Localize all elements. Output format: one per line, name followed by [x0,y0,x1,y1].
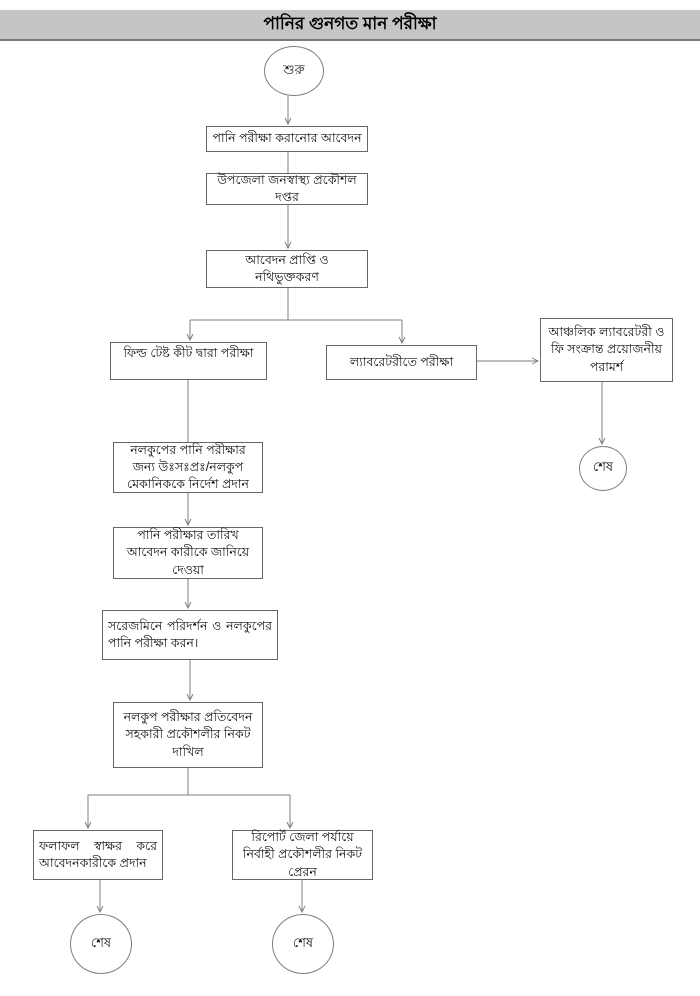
page-title: পানির গুনগত মান পরীক্ষা [263,13,437,33]
node-report-submit: নলকুপ পরীক্ষার প্রতিবেদন সহকারী প্রকৌশলী… [113,702,263,768]
node-field-test-label: ফিল্ড টেষ্ট কীট দ্বারা পরীক্ষা [123,346,254,360]
end-node-lab-path-label: শেষ [592,459,614,474]
node-receipt: আবেদন প্রাপ্তি ও নথিভুক্তকরণ [206,250,368,288]
node-report-district: রিপোর্ট জেলা পর্যায়ে নির্বাহী প্রকৌশলীর… [232,830,373,880]
node-result-sign-label: ফলাফল স্বাক্ষর করে আবেদনকারীকে প্রদান [39,838,157,870]
start-node: শুরু [264,46,324,96]
end-node-district-path: শেষ [272,914,334,974]
node-mechanic-order: নলকুপের পানি পরীক্ষার জন্য উঃসঃপ্রঃ/নলকু… [113,442,263,493]
node-mechanic-order-label: নলকুপের পানি পরীক্ষার জন্য উঃসঃপ্রঃ/নলকু… [127,442,249,492]
node-lab-test-label: ল্যাবরেটরীতে পরীক্ষা [349,354,454,369]
node-result-sign: ফলাফল স্বাক্ষর করে আবেদনকারীকে প্রদান [33,830,163,880]
node-receipt-label: আবেদন প্রাপ্তি ও নথিভুক্তকরণ [245,252,329,284]
page-title-bar: পানির গুনগত মান পরীক্ষা [0,10,700,41]
node-inform-date: পানি পরীক্ষার তারিখ আবেদন কারীকে জানিয়ে… [113,527,263,579]
end-node-applicant-path: শেষ [70,914,132,974]
end-node-applicant-path-label: শেষ [90,934,112,950]
node-site-visit-label: সরেজমিনে পরিদর্শন ও নলকুপের পানি পরীক্ষা… [108,618,272,650]
node-upazila-office-label: উপজেলা জনস্বাস্থ্য প্রকৌশল দপ্তর [217,172,357,204]
node-regional-lab-label: আঞ্চলিক ল্যাবরেটরী ও ফি সংক্রান্ত প্রয়ো… [548,325,665,374]
node-upazila-office: উপজেলা জনস্বাস্থ্য প্রকৌশল দপ্তর [206,173,368,205]
node-lab-test: ল্যাবরেটরীতে পরীক্ষা [326,345,477,380]
node-inform-date-label: পানি পরীক্ষার তারিখ আবেদন কারীকে জানিয়ে… [126,528,250,577]
end-node-lab-path: শেষ [579,446,627,491]
start-node-label: শুরু [283,61,305,77]
node-regional-lab: আঞ্চলিক ল্যাবরেটরী ও ফি সংক্রান্ত প্রয়ো… [540,318,673,382]
node-report-submit-label: নলকুপ পরীক্ষার প্রতিবেদন সহকারী প্রকৌশলী… [123,710,253,759]
end-node-district-path-label: শেষ [292,934,314,950]
node-application-label: পানি পরীক্ষা করানোর আবেদন [212,131,362,146]
node-site-visit: সরেজমিনে পরিদর্শন ও নলকুপের পানি পরীক্ষা… [102,610,278,660]
node-application: পানি পরীক্ষা করানোর আবেদন [206,126,368,152]
node-report-district-label: রিপোর্ট জেলা পর্যায়ে নির্বাহী প্রকৌশলীর… [242,830,363,879]
node-field-test: ফিল্ড টেষ্ট কীট দ্বারা পরীক্ষা [110,342,267,380]
